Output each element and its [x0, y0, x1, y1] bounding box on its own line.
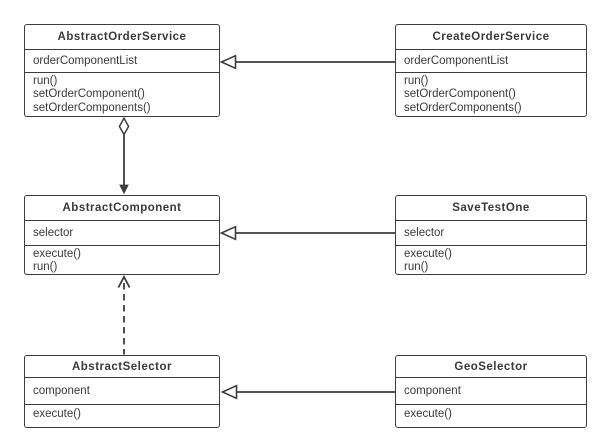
class-attribute: selector	[396, 221, 586, 246]
inheritance-hollow-triangle-icon	[220, 384, 238, 400]
class-create-order-service: CreateOrderService orderComponentList ru…	[395, 24, 587, 117]
class-attribute: orderComponentList	[396, 50, 586, 73]
class-name: AbstractComponent	[25, 196, 219, 221]
dependency-open-arrowhead-icon	[117, 274, 131, 288]
class-method: setOrderComponents()	[404, 101, 522, 114]
connector-generalization-geoselector	[220, 384, 395, 400]
class-name: SaveTestOne	[396, 196, 586, 221]
connector-generalization-createorderservice	[219, 54, 395, 70]
class-method: setOrderComponent()	[404, 88, 516, 101]
class-abstract-selector: AbstractSelector component execute()	[24, 355, 220, 428]
class-method: run()	[33, 75, 58, 87]
inheritance-hollow-triangle-icon	[219, 54, 237, 70]
connector-aggregation-abstractorderservice	[118, 116, 130, 195]
class-method: execute()	[404, 248, 452, 260]
class-methods-compartment: run() setOrderComponent() setOrderCompon…	[396, 73, 586, 116]
class-method: run()	[33, 261, 58, 274]
class-attribute: selector	[25, 221, 219, 246]
solid-arrowhead-icon	[119, 184, 129, 195]
class-abstract-component: AbstractComponent selector execute() run…	[24, 195, 220, 275]
class-name: GeoSelector	[396, 356, 586, 378]
class-attribute: component	[396, 378, 586, 405]
class-methods-compartment: execute() run()	[396, 246, 586, 274]
aggregation-diamond-icon	[118, 116, 130, 137]
class-attribute: orderComponentList	[25, 50, 219, 73]
class-abstract-order-service: AbstractOrderService orderComponentList …	[24, 24, 220, 117]
class-method: run()	[404, 75, 429, 87]
connector-dependency-abstractselector	[117, 274, 131, 355]
class-method: run()	[404, 261, 429, 274]
class-name: CreateOrderService	[396, 25, 586, 50]
class-method: execute()	[33, 408, 81, 420]
class-attribute: component	[25, 378, 219, 405]
class-method: setOrderComponent()	[33, 88, 145, 101]
class-methods-compartment: execute()	[396, 405, 586, 427]
connector-generalization-savetestone	[219, 225, 395, 241]
class-methods-compartment: run() setOrderComponent() setOrderCompon…	[25, 73, 219, 116]
class-save-test-one: SaveTestOne selector execute() run()	[395, 195, 587, 275]
class-name: AbstractSelector	[25, 356, 219, 378]
class-method: execute()	[33, 248, 81, 260]
class-name: AbstractOrderService	[25, 25, 219, 50]
class-method: setOrderComponents()	[33, 101, 151, 114]
class-methods-compartment: execute() run()	[25, 246, 219, 274]
class-methods-compartment: execute()	[25, 405, 219, 427]
class-method: execute()	[404, 408, 452, 420]
class-geo-selector: GeoSelector component execute()	[395, 355, 587, 428]
inheritance-hollow-triangle-icon	[219, 225, 237, 241]
